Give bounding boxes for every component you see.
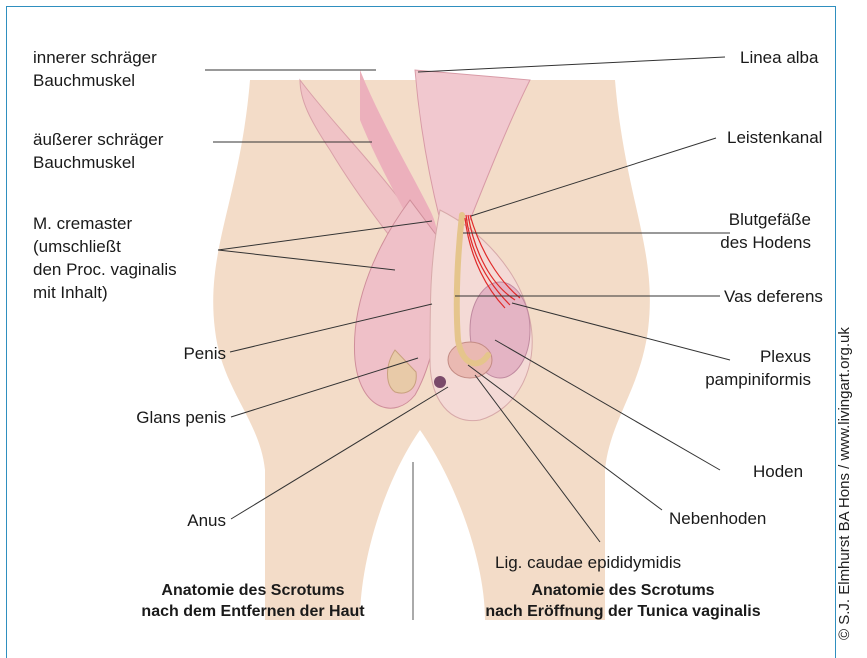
label-lig-caudae-epididymidis: Lig. caudae epididymidis — [495, 551, 681, 574]
label-linea-alba: Linea alba — [740, 46, 818, 69]
label-vas-deferens: Vas deferens — [724, 285, 823, 308]
label-m-cremaster: M. cremaster (umschließt den Proc. vagin… — [33, 212, 177, 304]
label-aeusserer-schraeger-bauchmuskel: äußerer schräger Bauchmuskel — [33, 128, 163, 174]
caption-right: Anatomie des Scrotums nach Eröffnung der… — [468, 580, 778, 622]
caption-left: Anatomie des Scrotums nach dem Entfernen… — [128, 580, 378, 622]
anus-mark — [434, 376, 446, 388]
label-glans-penis: Glans penis — [60, 406, 226, 429]
label-plexus-pampiniformis: Plexus pampiniformis — [680, 345, 811, 391]
label-nebenhoden: Nebenhoden — [669, 507, 766, 530]
label-leistenkanal: Leistenkanal — [727, 126, 822, 149]
label-blutgefaesse-des-hodens: Blutgefäße des Hodens — [700, 208, 811, 254]
label-anus: Anus — [120, 509, 226, 532]
label-penis: Penis — [120, 342, 226, 365]
copyright-credit: © S.J. Elmhurst BA Hons / www.livingart.… — [836, 327, 853, 640]
label-innerer-schraeger-bauchmuskel: innerer schräger Bauchmuskel — [33, 46, 157, 92]
label-hoden: Hoden — [753, 460, 803, 483]
